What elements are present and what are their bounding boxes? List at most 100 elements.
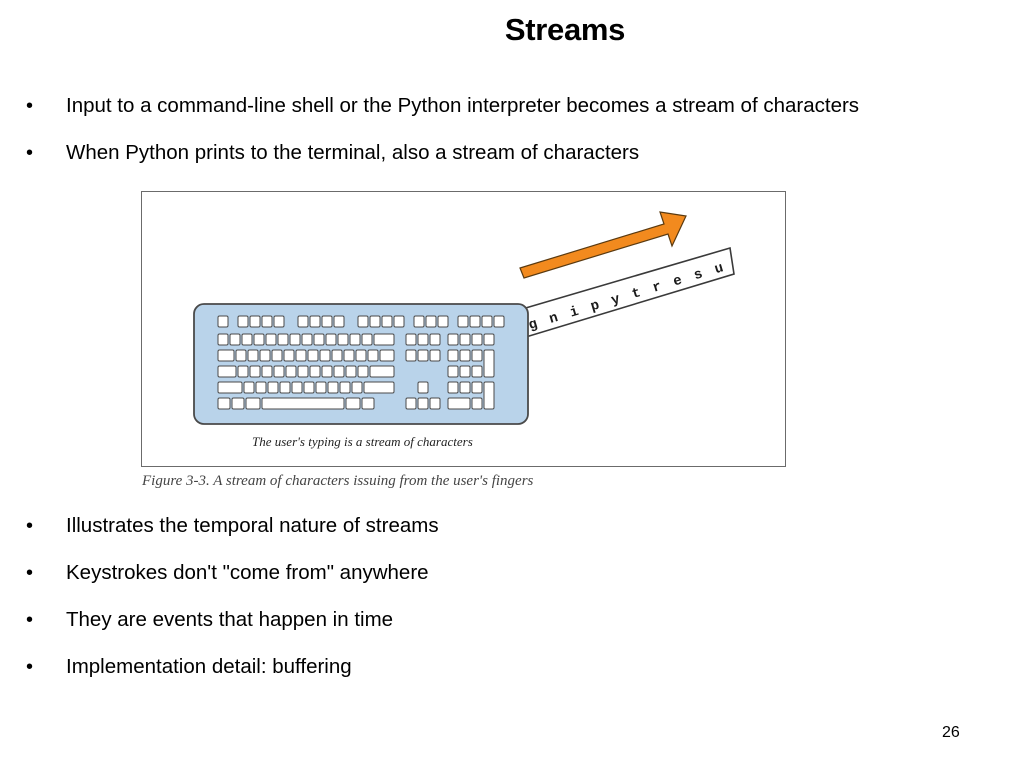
keyboard-key — [429, 349, 441, 362]
keyboard-key — [237, 315, 249, 328]
keyboard-key — [405, 333, 417, 346]
keyboard-key — [417, 333, 429, 346]
keyboard-key — [217, 333, 229, 346]
keyboard-key — [321, 315, 333, 328]
keyboard-key — [229, 333, 241, 346]
keyboard-key — [259, 349, 271, 362]
keyboard-key — [319, 349, 331, 362]
bullet-text: Keystrokes don't "come from" anywhere — [66, 561, 429, 584]
bullet-item: • Implementation detail: buffering — [26, 653, 439, 700]
keyboard-key — [289, 333, 301, 346]
keyboard-key — [447, 381, 459, 394]
bullet-item: • When Python prints to the terminal, al… — [26, 139, 859, 186]
keyboard-key — [315, 381, 327, 394]
bullet-text: Input to a command-line shell or the Pyt… — [66, 94, 860, 117]
bullet-item: • Illustrates the temporal nature of str… — [26, 512, 439, 559]
keyboard-key — [405, 349, 417, 362]
keyboard-key — [471, 397, 483, 410]
keyboard-key — [425, 315, 437, 328]
keyboard-key — [447, 333, 459, 346]
keyboard-key — [297, 315, 309, 328]
bullet-text: They are events that happen in time — [66, 608, 394, 631]
keyboard-key — [273, 315, 285, 328]
keyboard-key — [413, 315, 425, 328]
keyboard-key — [369, 365, 395, 378]
keyboard-key — [357, 365, 369, 378]
keyboard-key — [333, 365, 345, 378]
bullet-symbol: • — [26, 515, 34, 537]
keyboard-key — [307, 349, 319, 362]
keyboard-key — [261, 397, 345, 410]
keyboard-key — [417, 349, 429, 362]
keyboard-key — [483, 333, 495, 346]
keyboard-key — [243, 381, 255, 394]
keyboard-key — [363, 381, 395, 394]
keyboard-key — [325, 333, 337, 346]
keyboard-key — [261, 365, 273, 378]
keyboard-key — [381, 315, 393, 328]
keyboard-key — [457, 315, 469, 328]
slide-title: Streams — [504, 12, 626, 47]
bullet-item: • Keystrokes don't "come from" anywhere — [26, 559, 439, 606]
keyboard-key — [261, 315, 273, 328]
keyboard-key — [345, 397, 361, 410]
keyboard-key — [459, 381, 471, 394]
keyboard-key — [245, 397, 261, 410]
keyboard-key — [349, 333, 361, 346]
bullet-text: Illustrates the temporal nature of strea… — [66, 514, 439, 537]
keyboard-key — [267, 381, 279, 394]
keyboard-key — [437, 315, 449, 328]
keyboard-key — [483, 349, 495, 378]
bullet-item: • Input to a command-line shell or the P… — [26, 92, 859, 139]
keyboard-key — [295, 349, 307, 362]
keyboard-key — [379, 349, 395, 362]
page-number: 26 — [942, 724, 960, 741]
keyboard-key — [247, 349, 259, 362]
keyboard-key — [217, 315, 229, 328]
figure-inner-label: The user's typing is a stream of charact… — [252, 434, 473, 449]
keyboard-key — [339, 381, 351, 394]
keyboard-key — [277, 333, 289, 346]
keyboard-key — [241, 333, 253, 346]
keyboard-key — [361, 333, 373, 346]
keyboard-key — [469, 315, 481, 328]
keyboard-key — [417, 381, 429, 394]
keyboard-key — [447, 365, 459, 378]
bullet-symbol: • — [26, 656, 34, 678]
keyboard-key — [351, 381, 363, 394]
bottom-bullet-list: • Illustrates the temporal nature of str… — [26, 512, 439, 700]
keyboard-key — [429, 333, 441, 346]
keyboard-key — [235, 349, 247, 362]
keyboard-key — [249, 365, 261, 378]
keyboard-key — [217, 381, 243, 394]
keyboard-key — [493, 315, 505, 328]
keyboard-key — [313, 333, 325, 346]
keyboard-key — [255, 381, 267, 394]
figure-caption: Figure 3-3. A stream of characters issui… — [142, 473, 534, 489]
keyboard-key — [333, 315, 345, 328]
keyboard-key — [459, 333, 471, 346]
keyboard-key — [369, 315, 381, 328]
keyboard-key — [361, 397, 375, 410]
bullet-item: • They are events that happen in time — [26, 606, 439, 653]
keyboard-key — [249, 315, 261, 328]
keyboard-key — [357, 315, 369, 328]
stream-direction-arrow — [519, 211, 687, 279]
keyboard-key — [471, 333, 483, 346]
keyboard-key — [481, 315, 493, 328]
keyboard-key — [471, 349, 483, 362]
keyboard-key — [393, 315, 405, 328]
keyboard-key — [459, 349, 471, 362]
keyboard-key — [355, 349, 367, 362]
keyboard-key — [417, 397, 429, 410]
keyboard-key — [279, 381, 291, 394]
keyboard-key — [483, 381, 495, 410]
keyboard-key — [217, 397, 231, 410]
keyboard-key — [273, 365, 285, 378]
keyboard-key — [447, 397, 471, 410]
keyboard-key — [471, 381, 483, 394]
keyboard-key — [321, 365, 333, 378]
bullet-text: Implementation detail: buffering — [66, 655, 352, 678]
